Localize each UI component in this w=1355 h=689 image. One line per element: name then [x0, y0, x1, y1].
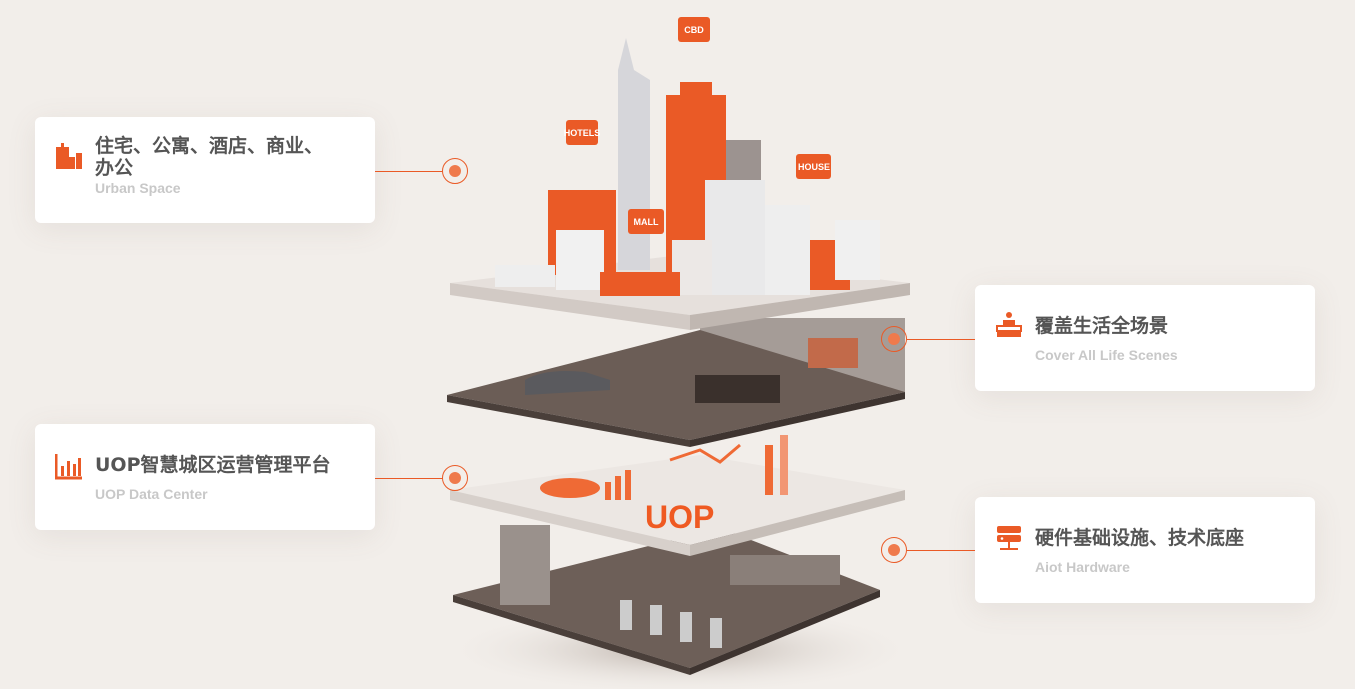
- svg-text:CBD: CBD: [684, 25, 704, 35]
- hardware-layer: [453, 525, 880, 675]
- card-subtitle: UOP Data Center: [95, 486, 208, 502]
- tag-hotels: HOTELS: [564, 120, 601, 145]
- connector-line: [907, 550, 975, 551]
- card-subtitle: Urban Space: [95, 180, 181, 196]
- hotspot-life-scenes[interactable]: [881, 326, 907, 352]
- connector-line: [907, 339, 975, 340]
- buildings-icon: [56, 143, 82, 169]
- urban-layer: [450, 38, 910, 330]
- svg-text:HOTELS: HOTELS: [564, 128, 601, 138]
- card-title: UOP智慧城区运营管理平台: [95, 454, 331, 476]
- card-aiot-hardware: 硬件基础设施、技术底座 Aiot Hardware: [975, 497, 1315, 603]
- uop-logo: UOP: [645, 499, 714, 535]
- card-title: 住宅、公寓、酒店、商业、办公: [95, 135, 324, 179]
- reception-desk-icon: [996, 312, 1022, 337]
- svg-text:MALL: MALL: [634, 217, 659, 227]
- data-center-layer: UOP: [450, 435, 905, 556]
- card-subtitle: Cover All Life Scenes: [1035, 347, 1178, 363]
- hotspot-data-center[interactable]: [442, 465, 468, 491]
- card-title: 覆盖生活全场景: [1035, 315, 1169, 337]
- connector-line: [375, 478, 443, 479]
- card-subtitle: Aiot Hardware: [1035, 559, 1130, 575]
- card-urban-space: 住宅、公寓、酒店、商业、办公 Urban Space: [35, 117, 375, 223]
- smart-city-layers-illustration: UOP CBD HOTELS MALL HOUSE: [440, 17, 920, 689]
- svg-text:HOUSE: HOUSE: [798, 162, 830, 172]
- card-life-scenes: 覆盖生活全场景 Cover All Life Scenes: [975, 285, 1315, 391]
- card-title: 硬件基础设施、技术底座: [1035, 527, 1245, 549]
- card-uop-data-center: UOP智慧城区运营管理平台 UOP Data Center: [35, 424, 375, 530]
- tag-house: HOUSE: [796, 154, 831, 179]
- tag-mall: MALL: [628, 209, 664, 234]
- life-scenes-layer: [447, 318, 905, 447]
- connector-line: [375, 171, 443, 172]
- tag-cbd: CBD: [678, 17, 710, 42]
- bar-chart-icon: [55, 454, 82, 480]
- hotspot-urban[interactable]: [442, 158, 468, 184]
- server-icon: [997, 526, 1021, 550]
- hotspot-hardware[interactable]: [881, 537, 907, 563]
